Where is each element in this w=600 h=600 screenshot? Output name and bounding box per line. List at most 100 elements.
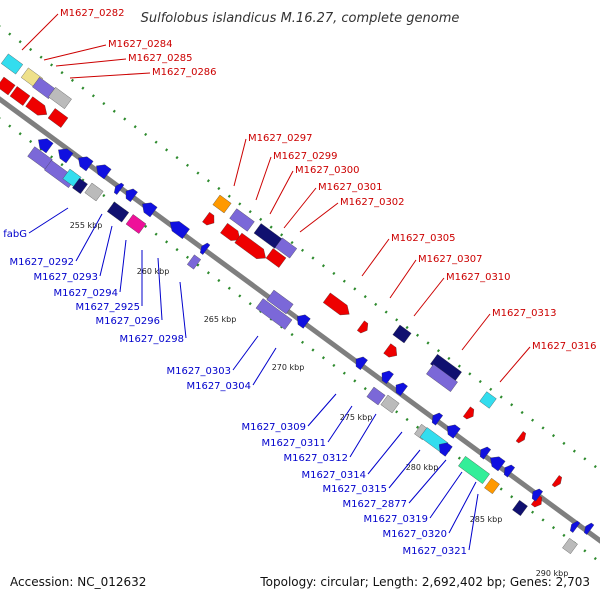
minus-leader-line [388, 449, 421, 489]
gene-arrow [125, 214, 147, 234]
gene-arrow [395, 382, 408, 397]
plus-gene-label[interactable]: M1627_0313 [492, 308, 557, 319]
gene-arrow [9, 86, 31, 106]
gene-arrow [47, 108, 69, 128]
plus-leader-line [461, 313, 491, 351]
minus-gene-label[interactable]: M1627_0303 [166, 366, 231, 377]
gene-arrow [169, 221, 190, 239]
gene-arrow [562, 537, 578, 555]
gene-arrow [503, 464, 515, 478]
minus-leader-line [75, 213, 103, 262]
gene-arrow [220, 223, 241, 241]
plus-gene-label[interactable]: M1627_0305 [391, 233, 456, 244]
minus-leader-line [179, 281, 187, 339]
minus-leader-line [408, 459, 447, 504]
minus-leader-line [367, 431, 403, 475]
plus-leader-line [499, 346, 531, 383]
gene-arrow [463, 406, 475, 420]
minus-gene-label[interactable]: M1627_0304 [186, 381, 251, 392]
gene-arrow [479, 446, 491, 460]
gene-arrow [383, 343, 397, 358]
gene-labels: M1627_0282M1627_0284M1627_0285M1627_0286… [3, 8, 596, 557]
plus-leader-line [361, 238, 390, 277]
gene-arrow [187, 254, 201, 270]
plus-gene-label[interactable]: M1627_0297 [248, 133, 313, 144]
gene-arrow [381, 370, 394, 385]
gene-arrow [38, 138, 54, 154]
plus-gene-label[interactable]: M1627_0316 [532, 341, 597, 352]
gene-arrow [584, 522, 595, 535]
gene-arrow [200, 242, 211, 255]
minus-gene-label[interactable]: M1627_2925 [75, 302, 140, 313]
minus-gene-label[interactable]: fabG [3, 229, 27, 240]
gene-arrow [265, 248, 287, 268]
minus-gene-label[interactable]: M1627_0292 [9, 257, 74, 268]
minus-leader-line [232, 335, 259, 371]
minus-gene-label[interactable]: M1627_2877 [342, 499, 407, 510]
minus-leader-line [252, 347, 277, 386]
minus-gene-label[interactable]: M1627_0298 [119, 334, 184, 345]
minus-leader-line [99, 225, 113, 277]
gene-arrow [512, 499, 528, 517]
minus-leader-line [448, 481, 477, 534]
minus-gene-label[interactable]: M1627_0296 [95, 316, 160, 327]
scale-tick-label: 260 kbp [137, 267, 170, 276]
minus-gene-label[interactable]: M1627_0319 [363, 514, 428, 525]
gene-arrow [426, 364, 458, 392]
gene-arrow [106, 201, 130, 223]
minus-leader-line [327, 405, 353, 443]
gene-arrow [58, 148, 74, 164]
gene-arrow [0, 53, 24, 75]
scale-tick-label: 280 kbp [406, 463, 439, 472]
plus-gene-label[interactable]: M1627_0300 [295, 165, 360, 176]
gene-arrow [479, 391, 497, 409]
minus-gene-label[interactable]: M1627_0294 [53, 288, 118, 299]
minus-leader-line [349, 413, 377, 458]
scale-tick-label: 255 kbp [70, 221, 103, 230]
minus-gene-label[interactable]: M1627_0293 [33, 272, 98, 283]
gene-arrow [490, 456, 506, 472]
plus-gene-label[interactable]: M1627_0310 [446, 272, 511, 283]
gene-arrow [255, 298, 293, 330]
plus-gene-label[interactable]: M1627_0307 [418, 254, 483, 265]
plus-gene-label[interactable]: M1627_0299 [273, 151, 338, 162]
gene-arrow [355, 356, 368, 371]
gene-arrow [25, 96, 48, 116]
minus-leader-line [307, 393, 337, 427]
gene-arrow [439, 442, 453, 457]
minus-gene-label[interactable]: M1627_0320 [382, 529, 447, 540]
plus-gene-label[interactable]: M1627_0301 [318, 182, 383, 193]
gene-arrow [234, 232, 266, 259]
gene-arrow [458, 456, 490, 484]
plus-gene-label[interactable]: M1627_0302 [340, 197, 405, 208]
gene-arrow [96, 164, 112, 180]
gene-arrow [142, 202, 158, 218]
plus-gene-label[interactable]: M1627_0284 [108, 39, 173, 50]
minus-gene-label[interactable]: M1627_0321 [402, 546, 467, 557]
gc-track-2 [0, 117, 600, 564]
gene-arrow [380, 394, 400, 414]
minus-leader-line [157, 257, 163, 321]
plus-gene-label[interactable]: M1627_0286 [152, 67, 217, 78]
plus-leader-line [269, 170, 294, 215]
minus-gene-label[interactable]: M1627_0309 [241, 422, 306, 433]
gene-arrow [274, 237, 298, 259]
map-title: Sulfolobus islandicus M.16.27, complete … [141, 11, 460, 26]
gene-arrow [366, 386, 386, 406]
plus-gene-label[interactable]: M1627_0282 [60, 8, 125, 19]
gene-arrow [253, 223, 283, 249]
minus-gene-label[interactable]: M1627_0312 [283, 453, 348, 464]
gene-arrow [78, 156, 94, 172]
plus-leader-line [69, 72, 151, 79]
minus-leader-line [468, 493, 479, 551]
scale-tick-label: 270 kbp [272, 363, 305, 372]
plus-leader-line [283, 187, 317, 229]
gene-arrow [297, 314, 311, 329]
minus-gene-label[interactable]: M1627_0314 [301, 470, 366, 481]
minus-gene-label[interactable]: M1627_0311 [261, 438, 326, 449]
minus-gene-label[interactable]: M1627_0315 [322, 484, 387, 495]
gene-arrow [531, 488, 543, 502]
plus-gene-label[interactable]: M1627_0285 [128, 53, 193, 64]
gene-arrow [125, 188, 138, 203]
